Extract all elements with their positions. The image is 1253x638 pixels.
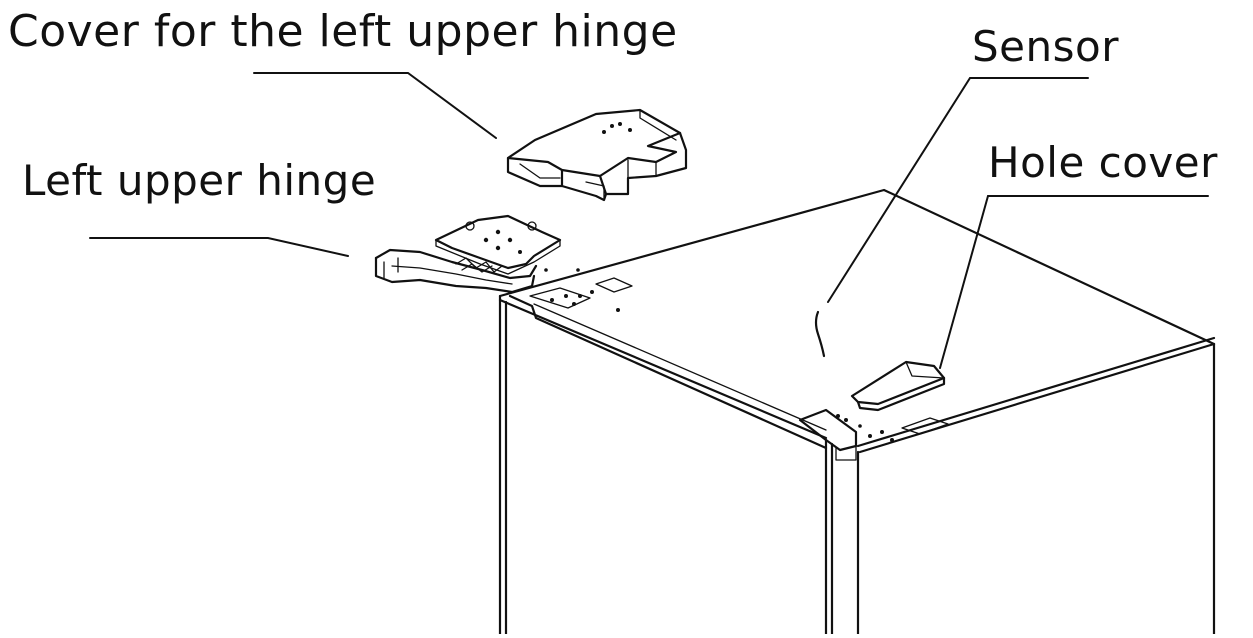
- label-hole-cover: Hole cover: [988, 138, 1218, 187]
- sensor-element: [814, 310, 826, 358]
- leader-line-hinge: [89, 237, 349, 257]
- leader-line-sensor: [827, 77, 1089, 303]
- leader-line-hole-cover: [939, 195, 1209, 369]
- label-sensor: Sensor: [972, 22, 1119, 71]
- left-upper-hinge-part: [374, 214, 580, 294]
- label-cover-left-upper-hinge: Cover for the left upper hinge: [8, 6, 678, 57]
- leader-line-cover: [253, 72, 497, 139]
- hole-cover-part: [850, 360, 946, 412]
- label-left-upper-hinge: Left upper hinge: [22, 156, 377, 205]
- fridge-cabinet: [498, 188, 1216, 636]
- leader-lines: [89, 72, 1209, 369]
- hinge-cover-part: [506, 108, 688, 202]
